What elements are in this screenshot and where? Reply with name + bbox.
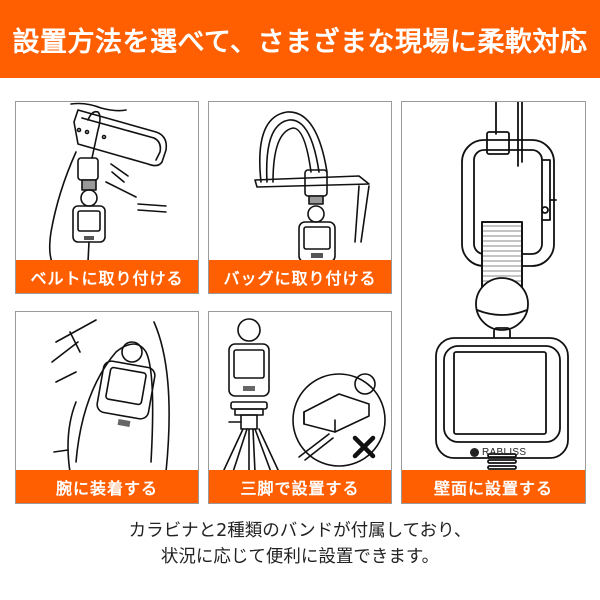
caption: カラビナと2種類のバンドが付属しており、 状況に応じて便利に設置できます。 (0, 518, 600, 570)
panel-label: バッグに取り付ける (223, 268, 377, 288)
panel-tripod: 三脚で設置する (208, 311, 392, 504)
arm-illustration-icon (51, 319, 170, 472)
header-banner: 設置方法を選べて、さまざまな現場に柔軟対応 (0, 0, 600, 78)
belt-illustration-icon (48, 102, 168, 262)
header-title: 設置方法を選べて、さまざまな現場に柔軟対応 (12, 26, 588, 58)
label-bar: 壁面に設置する (402, 470, 585, 503)
panel-label: ベルトに取り付ける (30, 268, 184, 288)
panel-label: 三脚で設置する (240, 478, 360, 498)
panel-label: 腕に装着する (55, 478, 158, 498)
panel-arm: 腕に装着する (15, 311, 199, 504)
bag-illustration-icon (254, 111, 370, 262)
label-bar: ベルトに取り付ける (16, 260, 198, 293)
wall-illustration-icon (435, 102, 569, 470)
brand-r-icon (470, 448, 479, 457)
label-bar: 腕に装着する (16, 470, 198, 503)
label-bar: バッグに取り付ける (209, 260, 391, 293)
brand-text: RABLISS (482, 447, 527, 458)
tripod-illustration-icon (222, 318, 386, 472)
panel-label: 壁面に設置する (433, 478, 553, 498)
caption-line-2: 状況に応じて便利に設置できます。 (160, 547, 440, 567)
brand-logo: RABLISS (470, 447, 526, 458)
caption-line-1: カラビナと2種類のバンドが付属しており、 (128, 521, 472, 541)
panel-belt: ベルトに取り付ける (15, 101, 199, 294)
label-bar: 三脚で設置する (209, 470, 391, 503)
panel-bag: バッグに取り付ける (208, 101, 392, 294)
panel-wall: RABLISS 壁面に設置する (401, 101, 586, 504)
